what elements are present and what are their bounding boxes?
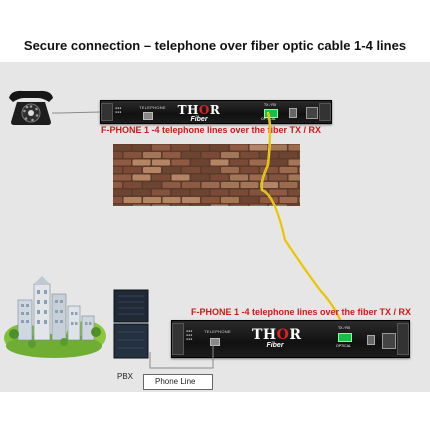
pbx-label: PBX bbox=[117, 372, 133, 381]
phone-line-label: Phone Line bbox=[155, 377, 195, 386]
